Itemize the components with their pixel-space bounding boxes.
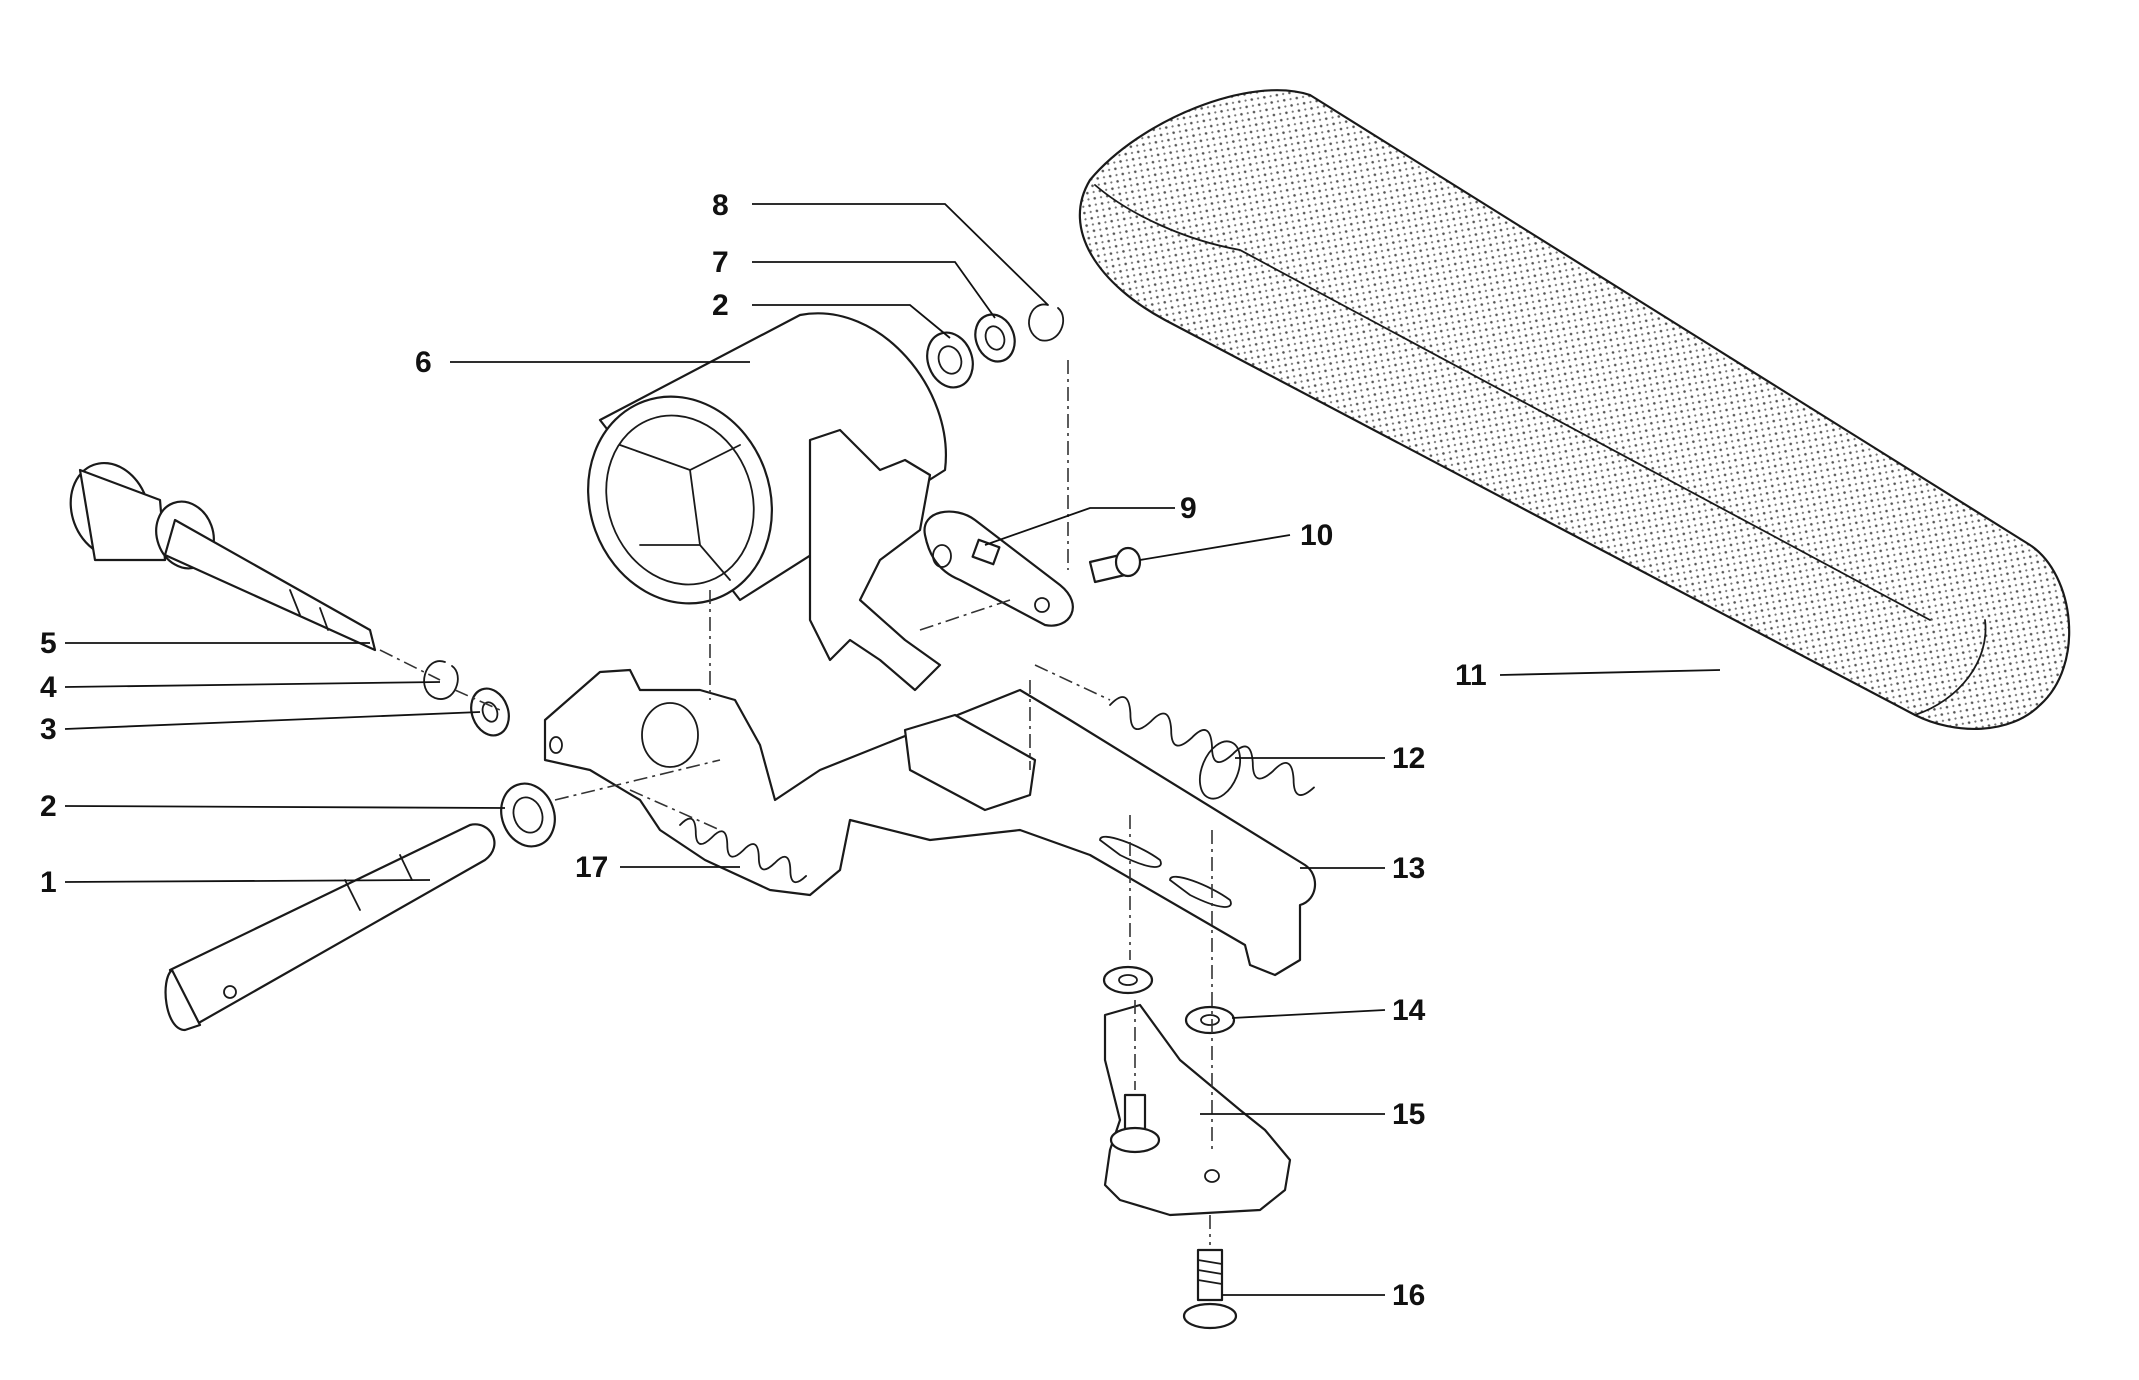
callout-5: 5 [40,627,57,660]
callout-16: 16 [1392,1279,1425,1312]
callout-2-upper: 2 [712,289,729,322]
callout-14: 14 [1392,994,1426,1027]
upper-bushing-part [926,331,974,389]
assembly-centerlines [379,360,1213,1245]
frame-plate-part [543,428,1316,977]
callout-labels: 8 7 2 6 9 10 5 4 3 2 1 17 11 12 13 14 15… [40,189,1487,1312]
callout-1: 1 [40,866,57,899]
left-bushing-part [500,782,556,848]
callout-7: 7 [712,246,729,279]
adjustment-shaft-part [69,461,377,652]
drive-roller-part [587,312,947,605]
belt-part [1078,89,2071,730]
left-retaining-ring-part [423,660,459,700]
upper-washer-part [974,313,1016,363]
shoulder-screw-part [1182,1248,1238,1330]
callout-6: 6 [415,346,432,379]
callout-17: 17 [575,851,608,884]
screw-part [1088,546,1142,584]
callout-3: 3 [40,713,57,746]
callout-2-lower: 2 [40,790,57,823]
callout-8: 8 [712,189,729,222]
callout-11: 11 [1455,659,1487,692]
callout-9: 9 [1180,492,1197,525]
upper-spring-part [1109,696,1315,800]
left-washer-part [470,687,510,737]
callout-12: 12 [1392,742,1425,775]
lower-washers-part [1102,965,1236,1035]
callout-13: 13 [1392,852,1425,885]
bracket-part [923,510,1074,627]
callout-4: 4 [40,671,57,704]
callout-10: 10 [1300,519,1333,552]
pivot-plate-part [1103,1003,1292,1217]
upper-retaining-ring-part [1028,303,1065,342]
callout-15: 15 [1392,1098,1425,1131]
lower-spring-part [679,817,807,884]
leader-lines [64,203,1721,1296]
shaft-part [164,823,496,1032]
